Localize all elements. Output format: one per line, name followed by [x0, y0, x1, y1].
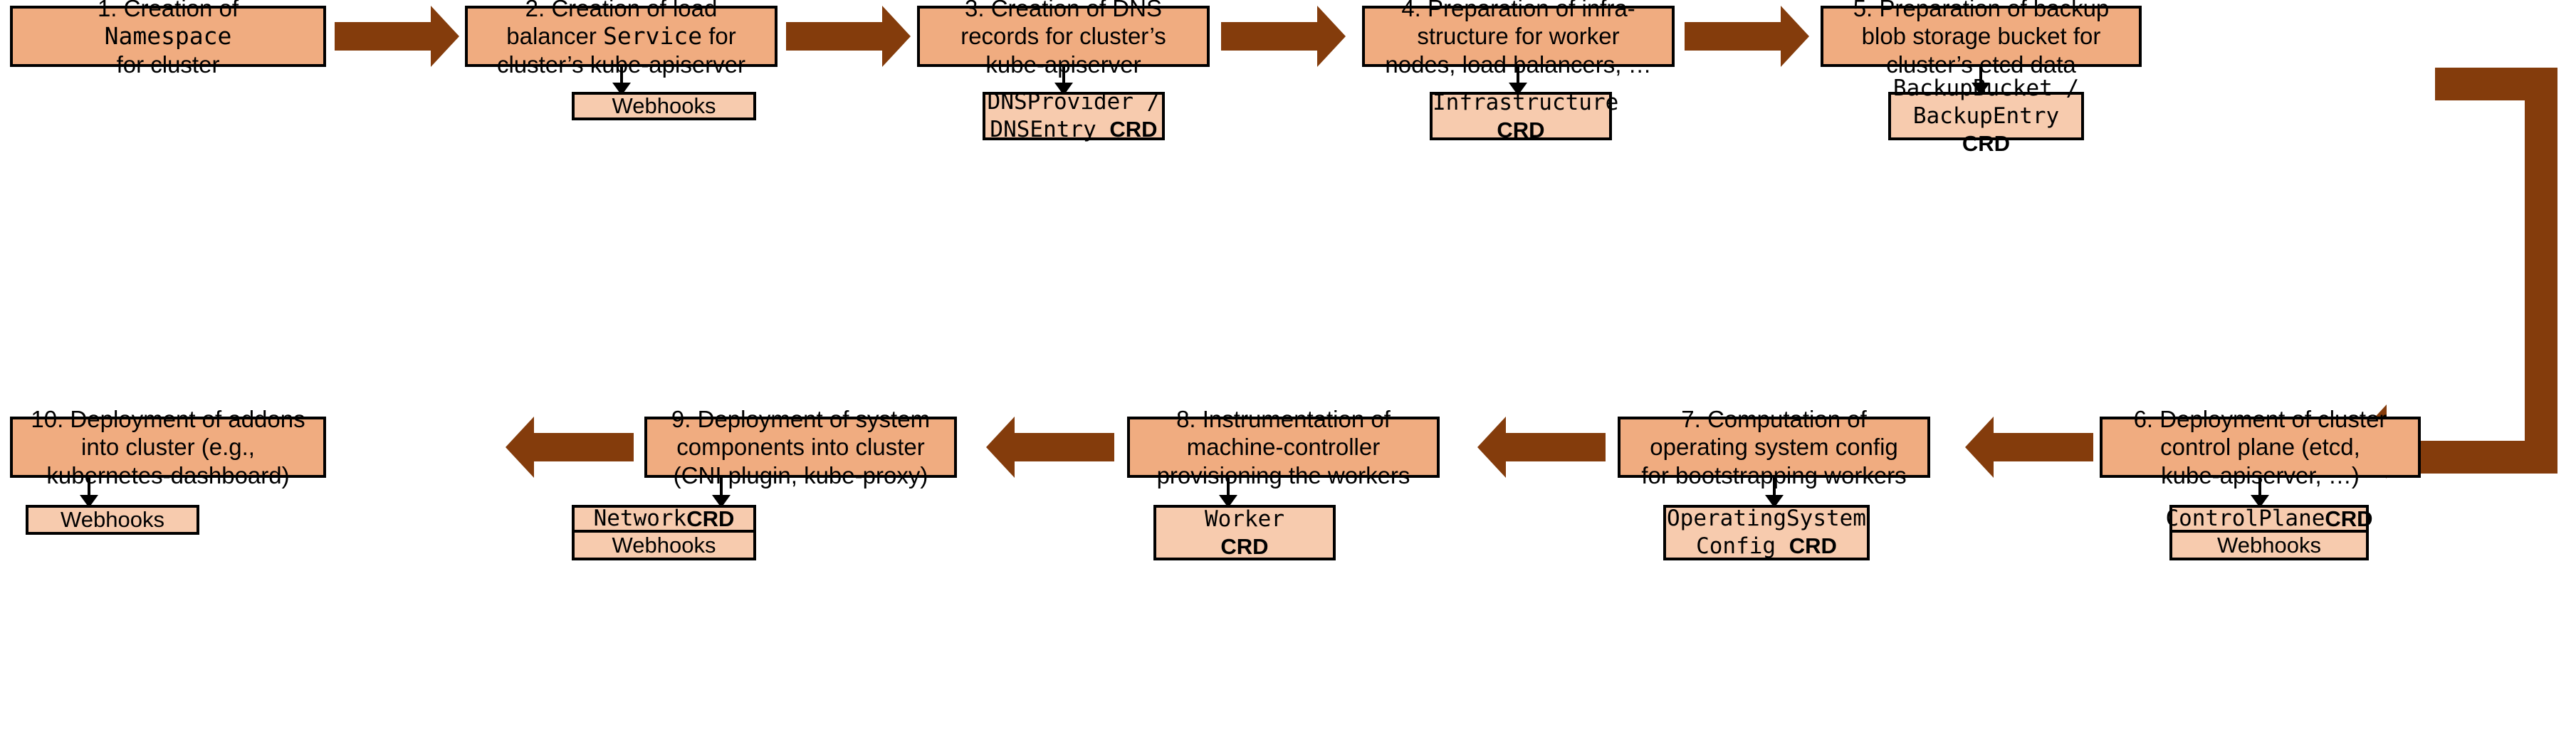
sub-box-step3-dns-crd[interactable]: DNSProvider / DNSEntry CRD [983, 89, 1165, 142]
step-2-line-2c: for [702, 23, 736, 50]
webhooks-label: Webhooks [61, 507, 164, 533]
infrastructure-label: Infrastructure [1433, 89, 1619, 115]
step-9-line-1: 9. Deployment of system [671, 405, 931, 432]
step-box-7[interactable]: 7. Computation of operating system confi… [1618, 406, 1930, 488]
step-7-line-2: operating system config [1650, 434, 1898, 461]
step-3-line-1: 3. Creation of DNS [965, 0, 1162, 21]
dnsprovider-label: DNSProvider / [987, 89, 1161, 115]
connector-step8-to-crd [1219, 478, 1237, 508]
step-9-line-2: components into cluster [676, 434, 925, 461]
flow-arrow-7-to-8 [1477, 417, 1606, 478]
dnsentry-label: DNSEntry [990, 117, 1110, 142]
step-8-line-2: machine-controller [1186, 434, 1381, 461]
step-box-2[interactable]: 2. Creation of load balancer Service for… [465, 0, 777, 78]
elbow-vertical-segment [2525, 68, 2557, 474]
crd-badge: CRD [2325, 506, 2373, 531]
step-box-3[interactable]: 3. Creation of DNS records for cluster’s… [917, 0, 1210, 78]
connector-step7-to-crd [1765, 478, 1784, 508]
flow-arrow-6-to-7 [1965, 417, 2093, 478]
step-2-line-1: 2. Creation of load [525, 0, 718, 21]
step-box-6[interactable]: 6. Deployment of cluster control plane (… [2100, 406, 2421, 488]
flow-arrow-8-to-9 [986, 417, 1114, 478]
controlplane-label: ControlPlane [2165, 505, 2325, 531]
step-8-line-1: 8. Instrumentation of [1176, 405, 1391, 432]
step-7-line-1: 7. Computation of [1681, 405, 1867, 432]
flow-arrow-2-to-3 [786, 6, 911, 67]
webhooks-label: Webhooks [612, 93, 716, 119]
step-box-5[interactable]: 5. Preparation of backup blob storage bu… [1821, 0, 2142, 78]
step-6-line-1: 6. Deployment of cluster [2133, 405, 2387, 432]
connector-step2-to-webhooks [612, 67, 631, 95]
crd-badge: CRD [1497, 117, 1545, 142]
sub-cell-webhooks[interactable]: Webhooks [575, 533, 753, 558]
crd-badge: CRD [1789, 533, 1837, 558]
step-4-line-2: structure for worker [1417, 23, 1620, 50]
sub-box-step9-network[interactable]: Network CRD Webhooks [572, 505, 756, 560]
sub-box-step4-infrastructure-crd[interactable]: Infrastructure CRD [1430, 90, 1618, 142]
step-1-line-2: Namespace [104, 22, 232, 51]
webhooks-label: Webhooks [612, 532, 716, 558]
step-8-line-3: provisioning the workers [1156, 461, 1410, 488]
flow-arrow-5-to-6-elbow [2352, 68, 2576, 495]
step-5-line-1: 5. Preparation of backup [1853, 0, 2110, 21]
sub-box-step10-webhooks[interactable]: Webhooks [26, 505, 199, 535]
connector-step10-to-webhooks [80, 478, 98, 508]
step-3-line-2: records for cluster’s [960, 23, 1166, 50]
step-box-1[interactable]: 1. Creation of Namespace for cluster [10, 0, 326, 78]
crd-badge: CRD [1220, 533, 1269, 559]
sub-box-step8-worker-crd[interactable]: Worker CRD [1153, 505, 1336, 560]
step-2-line-2a: balancer [506, 23, 603, 50]
flow-arrow-3-to-4 [1221, 6, 1346, 67]
crd-badge: CRD [1962, 130, 2011, 156]
sub-box-step7-osc-crd[interactable]: OperatingSystem Config CRD [1663, 505, 1870, 560]
network-label: Network [593, 505, 687, 531]
sub-cell-webhooks[interactable]: Webhooks [2172, 533, 2366, 558]
crd-badge: CRD [686, 506, 735, 531]
sub-box-step2-webhooks[interactable]: Webhooks [572, 92, 756, 120]
step-box-9[interactable]: 9. Deployment of system components into … [644, 406, 957, 488]
connector-step9-to-crd [712, 478, 731, 508]
step-box-8[interactable]: 8. Instrumentation of machine-controller… [1127, 406, 1440, 488]
step-4-line-1: 4. Preparation of infra- [1401, 0, 1635, 21]
step-5-line-2: blob storage bucket for [1861, 23, 2101, 50]
worker-label: Worker [1205, 506, 1284, 532]
step-1-line-1: 1. Creation of [97, 0, 239, 21]
sub-box-step6-controlplane[interactable]: ControlPlane CRD Webhooks [2165, 505, 2373, 560]
step-10-line-3: kubernetes-dashboard) [46, 461, 290, 488]
step-10-line-2: into cluster (e.g., [81, 434, 255, 461]
backupentry-label: BackupEntry [1912, 103, 2060, 130]
connector-step6-to-crd [2251, 478, 2269, 508]
sub-box-step5-backupbucket-crd[interactable]: BackupBucket / BackupEntry CRD [1888, 75, 2084, 156]
step-1-line-3: for cluster [116, 51, 220, 78]
config-label: Config [1696, 533, 1789, 559]
sub-cell-network-crd[interactable]: Network CRD [575, 505, 753, 533]
step-10-line-1: 10. Deployment of addons [31, 405, 305, 432]
operatingsystem-label: OperatingSystem [1667, 506, 1866, 532]
flow-arrow-9-to-10 [506, 417, 634, 478]
step-2-line-2-code: Service [603, 22, 703, 51]
webhooks-label: Webhooks [2217, 532, 2321, 558]
step-box-4[interactable]: 4. Preparation of infra- structure for w… [1362, 0, 1675, 78]
backupbucket-label: BackupBucket / [1892, 75, 2080, 102]
crd-badge: CRD [1109, 117, 1158, 142]
flow-arrow-4-to-5 [1685, 6, 1809, 67]
sub-cell-controlplane-crd[interactable]: ControlPlane CRD [2165, 506, 2373, 533]
step-6-line-2: control plane (etcd, [2160, 434, 2360, 461]
step-box-10[interactable]: 10. Deployment of addons into cluster (e… [10, 406, 326, 488]
flow-arrow-1-to-2 [335, 6, 459, 67]
step-9-line-3: (CNI plugin, kube-proxy) [673, 461, 928, 488]
